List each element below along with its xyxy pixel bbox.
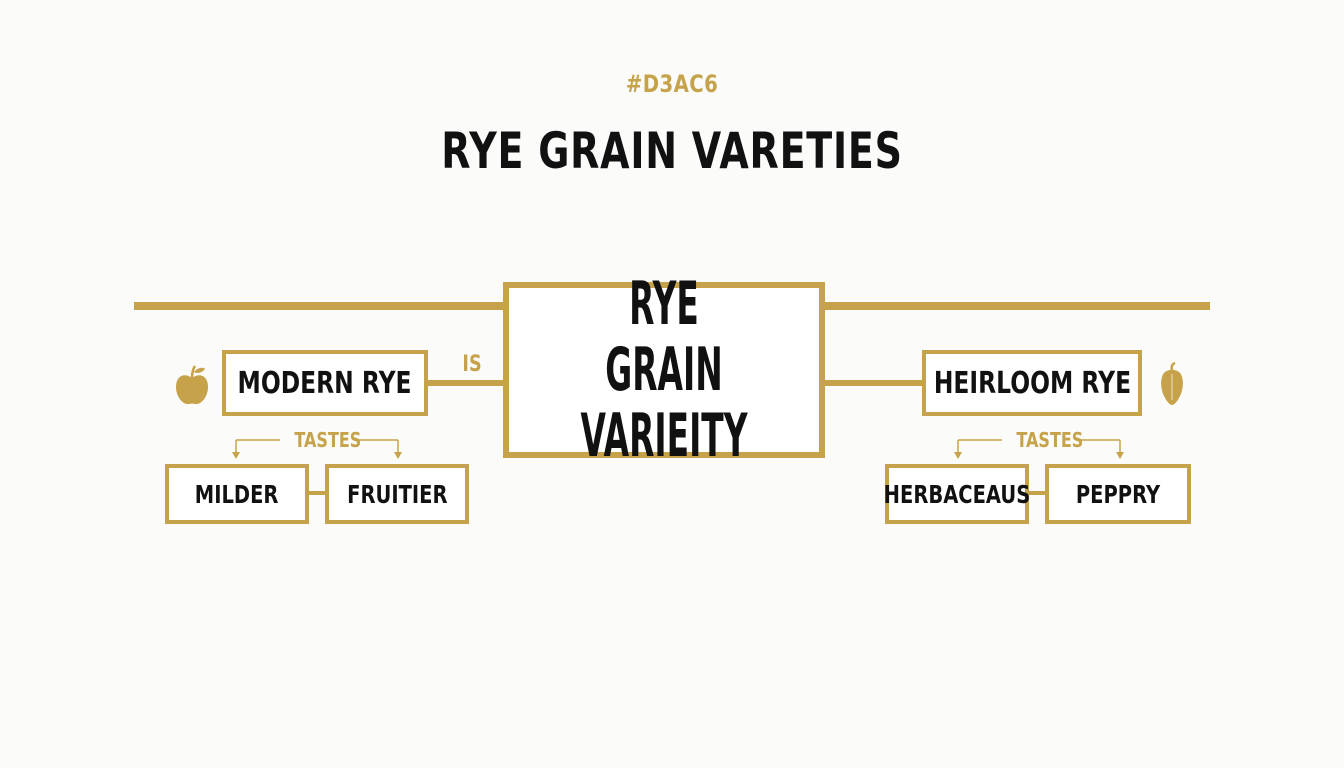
top-rail-right: [822, 302, 1210, 310]
heirloom-rye-node: HEIRLOOM RYE: [922, 350, 1142, 416]
top-rail-left: [134, 302, 506, 310]
center-node-line1: RYE GRAIN: [605, 269, 723, 405]
modern-rye-node: MODERN RYE: [222, 350, 428, 416]
taste-label-fruitier: FRUITIER: [346, 479, 448, 509]
pepper-icon: [1158, 361, 1186, 406]
modern-rye-label: MODERN RYE: [237, 365, 413, 401]
taste-node-milder: MILDER: [165, 464, 309, 524]
taste-label-herbaceaus: HERBACEAUS: [883, 479, 1031, 509]
taste-label-peppry: PEPPRY: [1075, 479, 1161, 509]
right-tastes-bracket: [954, 439, 1124, 459]
center-node-line2: VARIEITY: [580, 401, 748, 471]
left-tastes-bracket: [232, 439, 402, 459]
connector-left: [426, 380, 506, 386]
taste-link-left: [309, 491, 326, 495]
taste-node-herbaceaus: HERBACEAUS: [883, 464, 1031, 524]
center-node: RYE GRAIN VARIEITY: [503, 271, 825, 469]
taste-link-right: [1029, 491, 1046, 495]
taste-node-peppry: PEPPRY: [1045, 464, 1191, 524]
taste-label-milder: MILDER: [195, 479, 279, 509]
left-relation-label: TASTES: [294, 428, 362, 452]
taste-node-fruitier: FRUITIER: [325, 464, 469, 524]
color-code-label: #D3AC6: [625, 70, 719, 98]
connector-right: [822, 380, 924, 386]
link-label-is: IS: [462, 352, 482, 377]
diagram-title: RYE GRAIN VARETIES: [441, 122, 903, 180]
apple-icon: [174, 364, 210, 406]
heirloom-rye-label: HEIRLOOM RYE: [933, 365, 1131, 401]
right-relation-label: TASTES: [1016, 428, 1084, 452]
